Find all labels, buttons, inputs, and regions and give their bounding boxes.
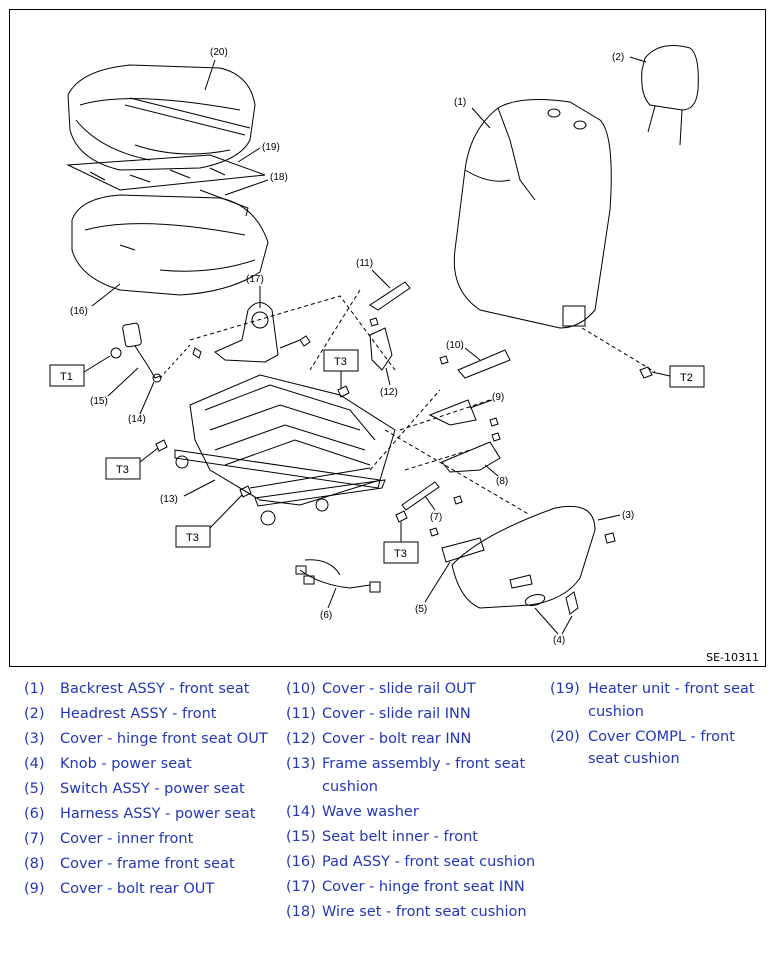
callout-18: (18): [270, 172, 288, 183]
torque-box-t3-bottom: T3: [186, 532, 199, 544]
callout-12: (12): [380, 387, 398, 398]
bolt-cover-rear-out-part: [428, 399, 499, 427]
callout-9: (9): [492, 392, 504, 403]
legend-item: (18)Wire set - front seat cushion: [286, 903, 527, 920]
legend-item: (8)Cover - frame front seat: [24, 856, 235, 872]
legend-item: (6)Harness ASSY - power seat: [24, 806, 256, 822]
callout-5: (5): [415, 604, 427, 615]
callout-19: (19): [262, 142, 280, 153]
callout-3: (3): [622, 510, 634, 521]
hinge-cover-inn-part: [214, 302, 279, 363]
legend-item: (9)Cover - bolt rear OUT: [24, 881, 215, 897]
frame-cover-part: [441, 432, 501, 473]
callout-6: (6): [320, 610, 332, 621]
torque-box-t2: T2: [680, 372, 693, 384]
slide-rail-cover-out-part: [439, 349, 511, 379]
torque-box-t3-center: T3: [394, 548, 407, 560]
legend-item: (13)Frame assembly - front seat cushion: [286, 756, 526, 795]
callout-2: (2): [612, 52, 624, 63]
slide-rail-cover-inn-part: [369, 281, 411, 327]
callout-8: (8): [496, 476, 508, 487]
callout-20: (20): [210, 47, 228, 58]
legend-item: (16)Pad ASSY - front seat cushion: [286, 853, 536, 870]
legend-item: (10)Cover - slide rail OUT: [286, 681, 476, 697]
cushion-pad-part: [71, 194, 269, 296]
heater-unit-part: [66, 154, 266, 191]
torque-box-t1: T1: [60, 371, 73, 383]
torque-box-t3-top: T3: [334, 356, 347, 368]
hinge-cover-out-part: [451, 505, 616, 609]
wire-set-part: [199, 189, 249, 217]
torque-box-t3-left: T3: [116, 464, 129, 476]
figure-id: SE-10311: [706, 651, 759, 664]
backrest-part: [453, 99, 612, 329]
legend-column-1: (1)Backrest ASSY - front seat (2)Headres…: [24, 678, 286, 903]
legend-column-3: (19)Heater unit - front seat cushion (20…: [550, 678, 770, 773]
headrest-part: [641, 45, 699, 146]
bolt-cover-rear-inn-part: [369, 327, 393, 371]
legend-item: (19)Heater unit - front seat cushion: [550, 681, 755, 720]
legend-item: (7)Cover - inner front: [24, 831, 194, 847]
legend-item: (17)Cover - hinge front seat INN: [286, 878, 525, 895]
power-seat-knob-part: [524, 591, 579, 615]
legend-item: (3)Cover - hinge front seat OUT: [24, 731, 268, 747]
legend-item: (12)Cover - bolt rear INN: [286, 731, 472, 747]
diagram-drawing: (20) (19) (18) (16) (2) (1): [49, 45, 705, 646]
callout-10: (10): [446, 340, 464, 351]
legend-item: (15)Seat belt inner - front: [286, 828, 478, 845]
power-seat-switch-part: [429, 527, 485, 563]
callout-15: (15): [90, 396, 108, 407]
legend-item: (11)Cover - slide rail INN: [286, 706, 471, 722]
callout-14: (14): [128, 414, 146, 425]
legend-item: (20)Cover COMPL - front seat cushion: [550, 728, 735, 768]
callout-17: (17): [246, 274, 264, 285]
callout-4: (4): [553, 635, 565, 646]
callout-16: (16): [70, 306, 88, 317]
power-seat-harness-part: [295, 559, 381, 593]
callout-11: (11): [356, 258, 373, 269]
legend-item: (5)Switch ASSY - power seat: [24, 781, 245, 797]
legend-item: (14)Wave washer: [286, 803, 419, 820]
seat-frame-part: [174, 374, 396, 526]
callout-7: (7): [430, 512, 442, 523]
legend-item: (2)Headrest ASSY - front: [24, 706, 217, 722]
callout-1: (1): [454, 97, 466, 108]
legend-item: (4)Knob - power seat: [24, 756, 192, 772]
legend-column-2: (10)Cover - slide rail OUT (11)Cover - s…: [286, 678, 548, 926]
exploded-diagram: (20) (19) (18) (16) (2) (1): [9, 9, 766, 667]
callout-13: (13): [160, 494, 178, 505]
seat-belt-inner-part: [110, 322, 161, 379]
legend-item: (1)Backrest ASSY - front seat: [24, 681, 250, 697]
cushion-cover-part: [67, 64, 256, 171]
inner-cover-part: [401, 481, 463, 511]
